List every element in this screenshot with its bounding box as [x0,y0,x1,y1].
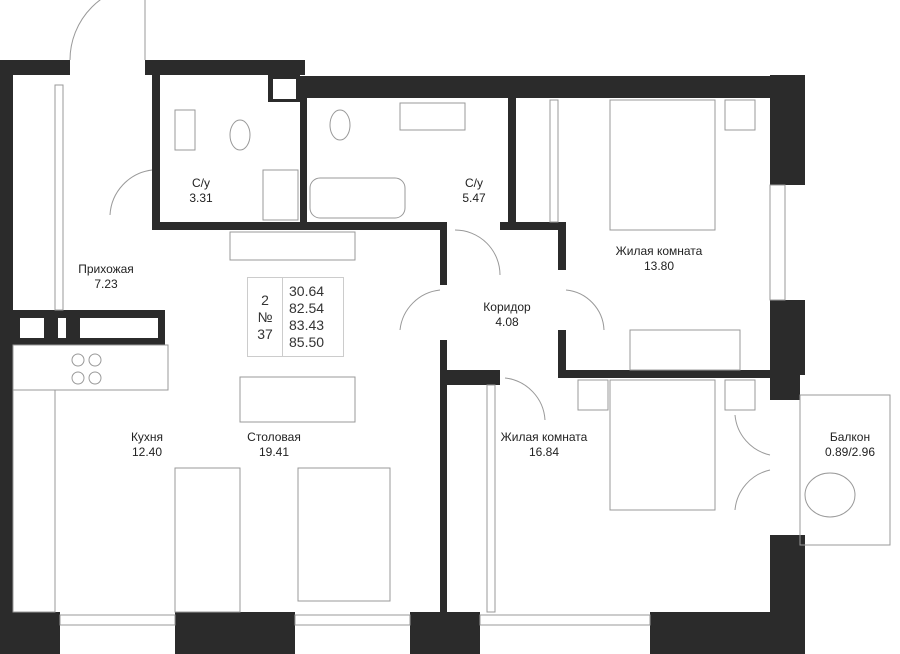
area-total: 82.54 [289,300,325,316]
room-name: Столовая [247,430,301,444]
room-name: Коридор [483,300,531,314]
room-area: 16.84 [528,445,560,459]
room-name: Жилая комната [500,430,588,444]
room-area: 7.23 [94,277,118,291]
area-total-balcony-reduced: 83.43 [289,317,325,333]
room-area: 12.40 [131,445,163,459]
room-count: 2 [261,291,269,308]
room-area: 19.41 [258,445,290,459]
wall-openings [20,79,296,338]
room-name: С/у [464,176,483,190]
room-area: 13.80 [643,259,675,273]
walls [0,60,805,654]
apartment-info-box: 2 № 37 30.64 82.54 83.43 85.50 [247,277,344,357]
room-name: Кухня [130,430,164,444]
area-total-balcony-full: 85.50 [289,334,325,350]
room-name: С/у [191,176,210,190]
room-name: Жилая комната [615,244,703,258]
room-name: Прихожая [78,262,134,276]
room-name: Балкон [829,430,871,444]
room-area: 3.31 [189,191,213,205]
apartment-number: 37 [257,325,273,342]
fixtures [12,0,891,626]
room-area: 5.47 [462,191,486,205]
room-area: 0.89/2.96 [824,445,876,459]
entry-door-swing [69,0,101,61]
room-area: 4.08 [495,315,519,329]
number-sign: № [257,308,273,325]
area-living: 30.64 [289,283,325,299]
